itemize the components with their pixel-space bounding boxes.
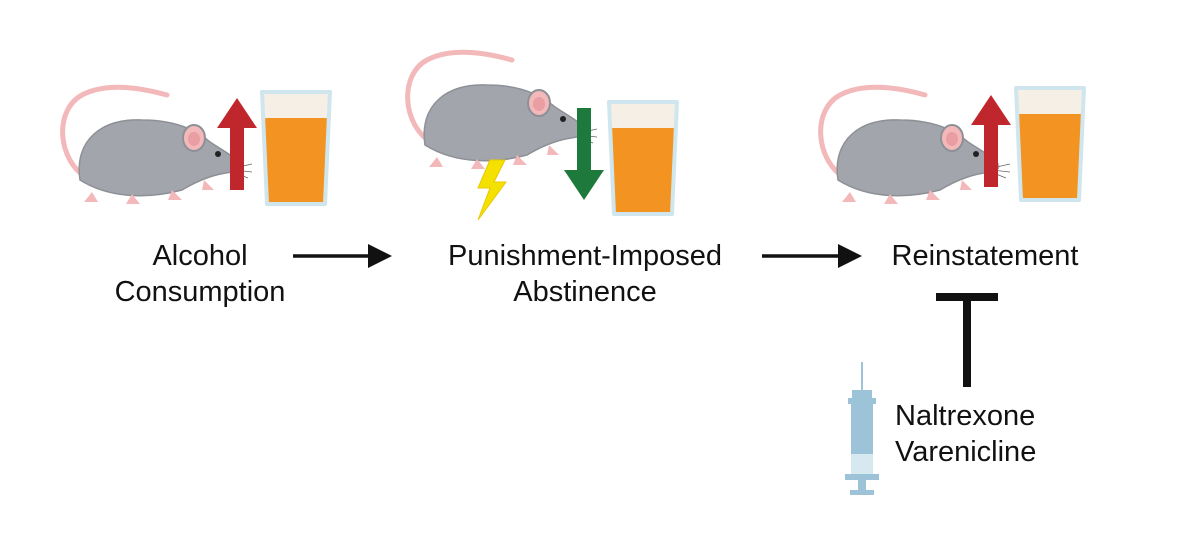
stage-label-line: Abstinence xyxy=(513,276,657,308)
glass-icon xyxy=(260,90,332,206)
lightning-icon xyxy=(477,159,507,221)
syringe-icon xyxy=(845,362,879,495)
rat-icon xyxy=(408,52,597,169)
stage-label-reinstatement: Reinstatement xyxy=(860,238,1110,274)
stage-label-alcohol-consumption: Alcohol Consumption xyxy=(90,238,310,310)
flow-arrow-2 xyxy=(762,244,862,268)
rat-icon xyxy=(63,87,252,204)
treatment-label-line: Varenicline xyxy=(895,436,1037,468)
treatment-label: Naltrexone Varenicline xyxy=(895,398,1075,470)
glass-icon xyxy=(1014,86,1086,202)
glass-icon xyxy=(607,100,679,216)
flow-arrow-1 xyxy=(293,244,392,268)
stage-label-line: Alcohol xyxy=(152,240,248,272)
rat-icon xyxy=(821,87,1010,204)
stage-label-line: Reinstatement xyxy=(891,240,1079,272)
stage-label-line: Punishment-Imposed xyxy=(447,240,723,272)
treatment-label-line: Naltrexone xyxy=(895,400,1036,432)
up-arrow-icon xyxy=(971,95,1011,187)
stage-label-line: Consumption xyxy=(114,276,286,308)
stage-label-punishment-abstinence: Punishment-Imposed Abstinence xyxy=(410,238,760,310)
down-arrow-icon xyxy=(564,108,604,200)
inhibition-icon xyxy=(936,293,998,387)
up-arrow-icon xyxy=(217,98,257,190)
